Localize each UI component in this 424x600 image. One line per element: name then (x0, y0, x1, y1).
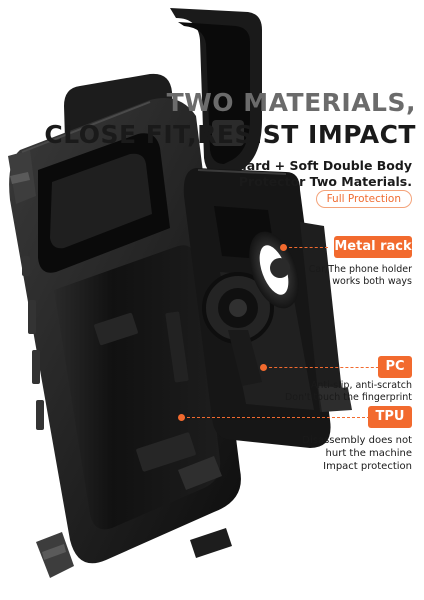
metal-ring-holder (249, 231, 299, 309)
camera-slide-cover (170, 8, 262, 176)
pc-description: Anti-slip, anti-scratch Don't touch the … (285, 380, 412, 404)
metal-rack-desc-line-2: works both ways (332, 276, 412, 287)
metal-rack-desc-line-1: Car/The phone holder (308, 264, 412, 275)
tpu-leader (182, 417, 370, 418)
headline-line-1: TWO MATERIALS, (166, 88, 416, 117)
metal-rack-leader (284, 247, 328, 248)
pc-dot (260, 364, 267, 371)
pc-label: PC (378, 356, 412, 378)
pc-desc-line-1: Anti-slip, anti-scratch (310, 380, 412, 391)
tpu-desc-line-3: Impact protection (323, 461, 412, 472)
headline-line-2: CLOSE FIT,RESIST IMPACT (44, 120, 416, 149)
tpu-description: Disassembly does not hurt the machine Im… (302, 434, 412, 473)
case-body (8, 98, 241, 578)
tpu-desc-line-1: Disassembly does not (302, 435, 412, 446)
tpu-dot (178, 414, 185, 421)
pc-leader (264, 367, 384, 368)
tpu-desc-line-2: hurt the machine (325, 448, 412, 459)
case-back (183, 168, 352, 448)
full-protection-badge: Full Protection (315, 190, 412, 208)
subtitle: Hard + Soft Double Body Protector Two Ma… (232, 158, 412, 190)
metal-rack-description: Car/The phone holder works both ways (309, 264, 412, 288)
metal-rack-label: Metal rack (334, 236, 412, 258)
pc-desc-line-2: Don't touch the fingerprint (284, 392, 412, 403)
metal-rack-dot (280, 244, 287, 251)
tpu-label: TPU (368, 406, 412, 428)
subtitle-line-1: Hard + Soft Double Body (236, 158, 412, 173)
subtitle-line-2: Protector Two Materials. (238, 174, 412, 189)
